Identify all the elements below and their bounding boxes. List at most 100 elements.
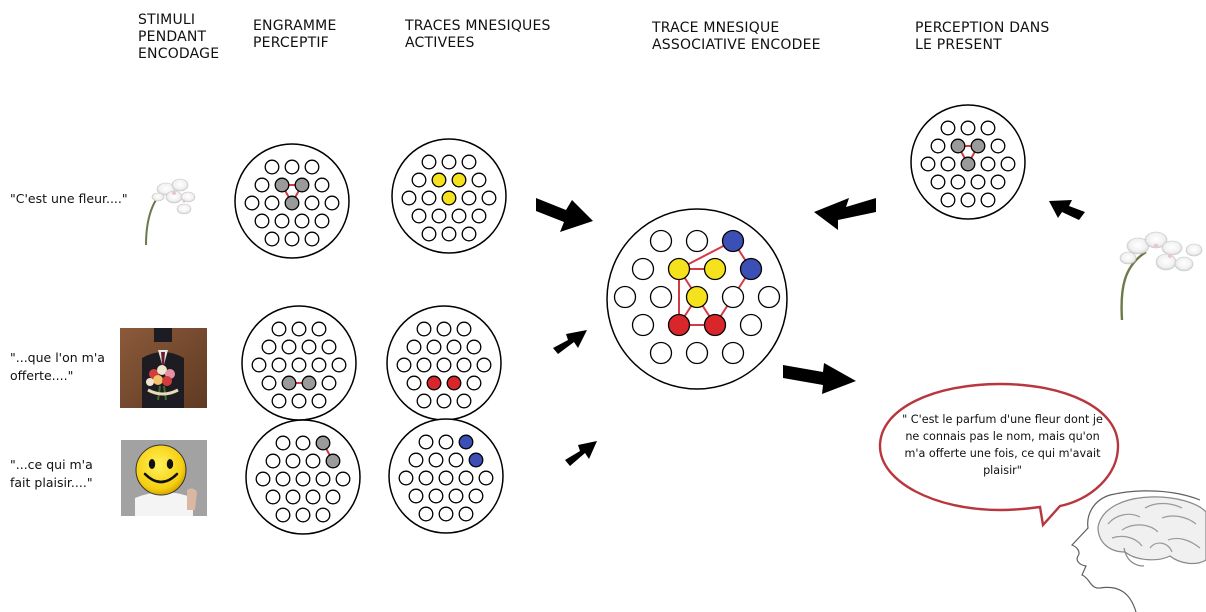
neuron-node (448, 488, 464, 504)
neuron-node (416, 393, 432, 409)
header-line: ACTIVEES (405, 35, 475, 51)
neuron-node (331, 357, 347, 373)
neuron-node (757, 285, 781, 309)
neuron-node (314, 177, 330, 193)
neuron-node (431, 208, 447, 224)
neuron-node (739, 257, 763, 281)
neuron-node (471, 172, 487, 188)
neuron-node (271, 321, 287, 337)
neuron-node (466, 375, 482, 391)
neuron-node (406, 375, 422, 391)
neuron-node (264, 231, 280, 247)
neuron-node (285, 489, 301, 505)
neuron-node (275, 435, 291, 451)
neuron-node (649, 285, 673, 309)
neuron-node (436, 393, 452, 409)
trace-network-pleasure (388, 418, 504, 534)
neuron-node (920, 156, 936, 172)
neuron-node (254, 177, 270, 193)
neuron-node (468, 488, 484, 504)
neuron-node (446, 375, 462, 391)
associative-network (606, 208, 788, 390)
neuron-node (271, 357, 287, 373)
neuron-node (304, 231, 320, 247)
neuron-node (416, 357, 432, 373)
neuron-node (438, 506, 454, 522)
neuron-node (451, 208, 467, 224)
neuron-node (418, 470, 434, 486)
neuron-node (739, 313, 763, 337)
neuron-node (421, 226, 437, 242)
header-line: ENGRAMME (253, 18, 337, 34)
neuron-node (980, 192, 996, 208)
neuron-node (476, 357, 492, 373)
neuron-node (304, 159, 320, 175)
neuron-node (275, 471, 291, 487)
header-present: PERCEPTION DANS LE PRESENT (915, 20, 1049, 54)
neuron-node (458, 470, 474, 486)
neuron-node (275, 507, 291, 523)
neuron-node (305, 489, 321, 505)
neuron-node (451, 172, 467, 188)
neuron-node (468, 452, 484, 468)
neuron-node (703, 257, 727, 281)
white-orchid-icon (1119, 231, 1203, 321)
speech-bubble (878, 382, 1120, 528)
arrow-icon (536, 198, 1085, 466)
neuron-node (940, 192, 956, 208)
neuron-node (281, 375, 297, 391)
neuron-node (461, 154, 477, 170)
neuron-node (930, 174, 946, 190)
neuron-node (930, 138, 946, 154)
header-assoc: TRACE MNESIQUE ASSOCIATIVE ENCODEE (652, 20, 821, 54)
neuron-node (274, 213, 290, 229)
neuron-node (980, 120, 996, 136)
neuron-node (721, 341, 745, 365)
neuron-node (426, 375, 442, 391)
neuron-node (315, 471, 331, 487)
engram-network-flower (234, 143, 350, 259)
neuron-node (461, 226, 477, 242)
neuron-node (408, 452, 424, 468)
neuron-node (411, 172, 427, 188)
header-line: TRACE MNESIQUE (652, 20, 780, 36)
neuron-node (301, 339, 317, 355)
neuron-node (960, 192, 976, 208)
white-orchid-icon (145, 178, 196, 246)
neuron-node (421, 190, 437, 206)
neuron-node (291, 393, 307, 409)
neuron-node (940, 156, 956, 172)
header-stimuli: STIMULI PENDANT ENCODAGE (138, 12, 219, 63)
neuron-node (254, 213, 270, 229)
neuron-node (284, 159, 300, 175)
header-line: ASSOCIATIVE ENCODEE (652, 37, 821, 53)
neuron-node (446, 339, 462, 355)
header-line: STIMULI (138, 12, 196, 28)
neuron-node (721, 229, 745, 253)
neuron-node (436, 321, 452, 337)
neuron-node (396, 357, 412, 373)
neuron-node (284, 195, 300, 211)
neuron-node (438, 470, 454, 486)
neuron-node (970, 174, 986, 190)
neuron-node (418, 506, 434, 522)
neuron-node (431, 172, 447, 188)
neuron-node (311, 393, 327, 409)
neuron-node (284, 231, 300, 247)
neuron-node (613, 285, 637, 309)
neuron-node (264, 159, 280, 175)
neuron-node (478, 470, 494, 486)
neuron-node (265, 489, 281, 505)
neuron-node (274, 177, 290, 193)
neuron-node (285, 453, 301, 469)
engram-network-offered (241, 305, 357, 421)
neuron-node (291, 357, 307, 373)
neuron-node (441, 154, 457, 170)
neuron-node (458, 506, 474, 522)
neuron-node (481, 190, 497, 206)
speech-text: " C'est le parfum d'une fleur dont je ne… (902, 413, 1103, 477)
neuron-node (990, 174, 1006, 190)
neuron-node (980, 156, 996, 172)
network-diagrams (234, 104, 1026, 535)
neuron-node (265, 453, 281, 469)
